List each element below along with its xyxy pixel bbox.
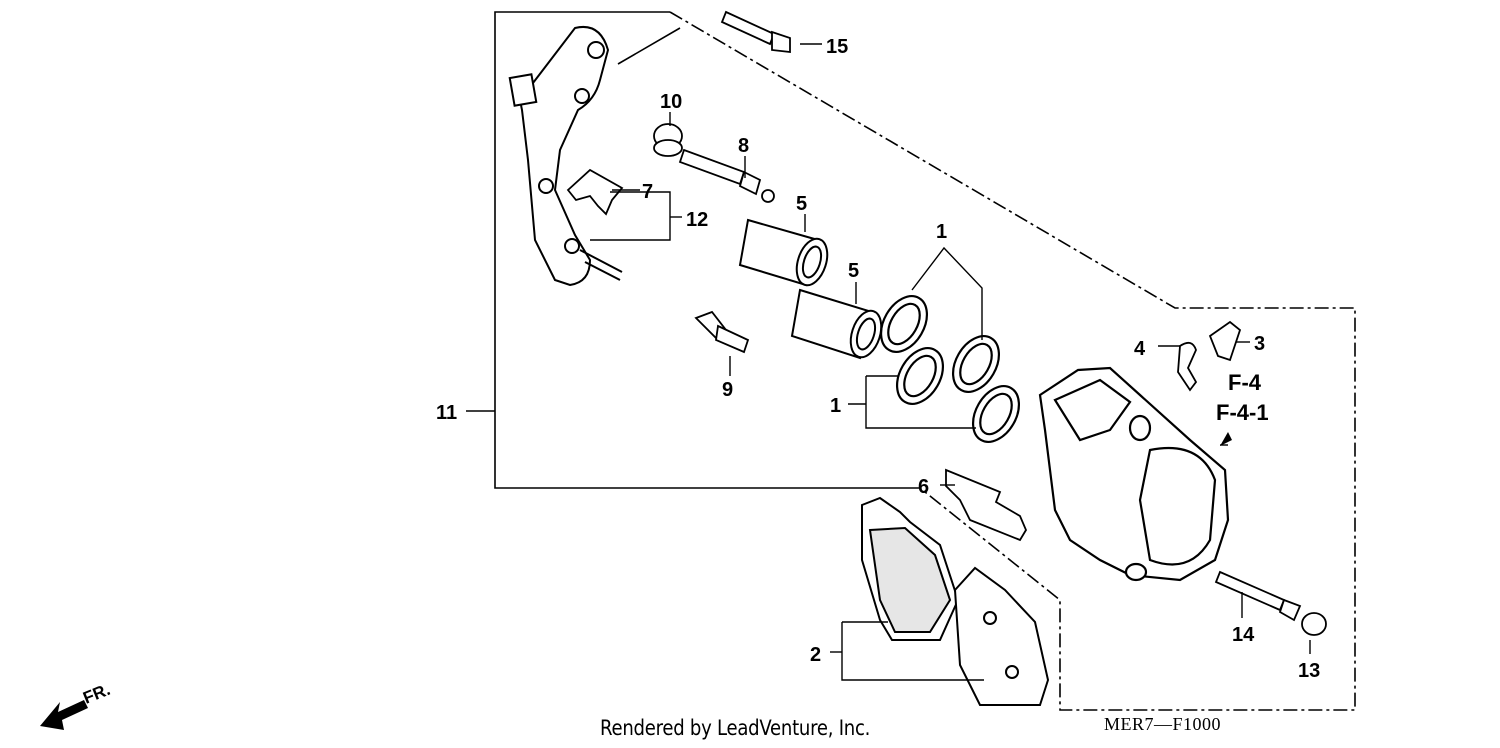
ref-f-4-1[interactable]: F-4-1 (1216, 400, 1269, 425)
callout-10[interactable]: 10 (660, 91, 682, 113)
frame-lines (494, 11, 1356, 711)
slide-pin[interactable] (678, 148, 775, 203)
piston-upper[interactable] (738, 218, 833, 289)
ref-f-4[interactable]: F-4 (1228, 370, 1262, 395)
bleeder-valve[interactable] (1208, 320, 1242, 362)
callout-12[interactable]: 12 (686, 209, 708, 231)
brake-pads[interactable] (861, 496, 1050, 706)
callout-7[interactable]: 7 (642, 181, 653, 203)
callout-9[interactable]: 9 (722, 379, 733, 401)
caliper-bracket[interactable] (508, 26, 623, 287)
arrow-icon (1220, 432, 1232, 446)
callout-1-lower[interactable]: 1 (830, 395, 841, 417)
callout-5-upper[interactable]: 5 (796, 193, 807, 215)
front-arrow-icon: FR. (40, 680, 113, 730)
callout-5-lower[interactable]: 5 (848, 260, 859, 282)
pad-pin-plug[interactable] (1301, 612, 1327, 636)
mounting-bolt[interactable] (720, 10, 791, 54)
callout-13[interactable]: 13 (1298, 660, 1320, 682)
callout-11[interactable]: 11 (436, 402, 457, 424)
caliper-body[interactable] (1038, 366, 1230, 582)
front-arrow-label: FR. (80, 680, 113, 708)
bleeder-cap[interactable] (1177, 341, 1198, 392)
pad-spring[interactable] (945, 468, 1028, 542)
piston-lower[interactable] (790, 288, 887, 361)
callout-1-upper[interactable]: 1 (936, 221, 947, 243)
pad-pin[interactable] (1214, 570, 1302, 622)
retainer-clip[interactable] (566, 168, 624, 216)
callout-6[interactable]: 6 (918, 476, 929, 498)
diagram-code: MER7—F1000 (1104, 714, 1222, 734)
leader-lines (466, 43, 1311, 681)
piston-seals[interactable] (872, 288, 1029, 450)
pin-boot[interactable] (653, 123, 683, 157)
callout-14[interactable]: 14 (1232, 624, 1255, 646)
callout-3[interactable]: 3 (1254, 333, 1265, 355)
callout-2[interactable]: 2 (810, 644, 821, 666)
callout-8[interactable]: 8 (738, 135, 749, 157)
pin-bolt[interactable] (694, 310, 750, 354)
render-credit: Rendered by LeadVenture, Inc. (600, 716, 871, 740)
callout-4[interactable]: 4 (1134, 338, 1146, 360)
callout-15[interactable]: 15 (826, 36, 848, 58)
